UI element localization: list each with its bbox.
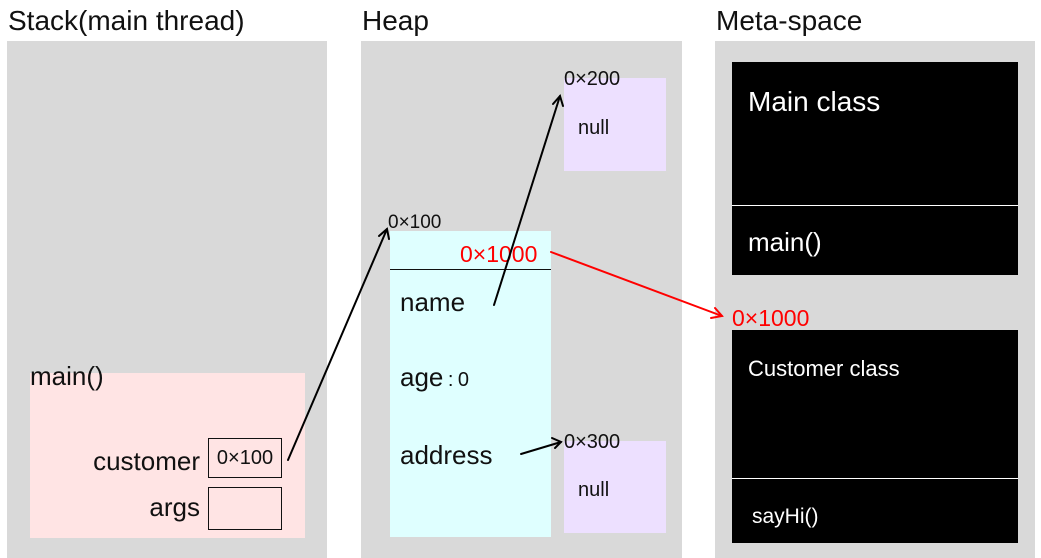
main-frame [30, 373, 305, 538]
customer-var-slot: 0×100 [208, 438, 282, 478]
address-string-value: null [578, 479, 610, 501]
stack-title: Stack(main thread) [8, 5, 245, 36]
name-field: name [400, 287, 466, 317]
age-field-value: 0 [457, 369, 469, 391]
class-ref-arrow [550, 251, 724, 319]
customer-class-ref: 0×1000 [460, 241, 538, 267]
customer-class-name: Customer class [748, 356, 900, 381]
age-field-separator: : [447, 369, 454, 391]
address-field: address [400, 440, 493, 470]
name-string-value: null [578, 117, 610, 139]
customer-object-address: 0×100 [388, 212, 442, 233]
address-to-string-arrow [520, 437, 563, 455]
object-header-divider [390, 269, 551, 270]
customer-class-divider [732, 478, 1018, 479]
customer-class-address: 0×1000 [732, 305, 810, 331]
customer-class-method: sayHi() [752, 505, 819, 528]
main-class-method: main() [748, 227, 822, 257]
heap-title: Heap [362, 5, 429, 36]
name-string-address: 0×200 [564, 68, 621, 90]
name-to-string-arrow [493, 93, 564, 306]
address-string-object [564, 441, 666, 533]
args-var-slot [208, 487, 282, 530]
main-class-box [732, 62, 1018, 275]
age-field: age : 0 [400, 362, 469, 393]
main-class-divider [732, 205, 1018, 206]
address-string-address: 0×300 [564, 431, 621, 453]
args-var-label: args [149, 492, 200, 522]
customer-to-object-arrow [287, 227, 390, 461]
customer-object [390, 231, 551, 537]
customer-class-box [732, 330, 1018, 543]
name-string-object [564, 78, 666, 171]
customer-var-label: customer [93, 446, 200, 476]
age-field-label: age [400, 362, 444, 392]
customer-var-value: 0×100 [216, 446, 274, 469]
main-frame-label: main() [30, 361, 104, 391]
metaspace-title: Meta-space [716, 5, 863, 36]
main-class-name: Main class [748, 86, 881, 117]
